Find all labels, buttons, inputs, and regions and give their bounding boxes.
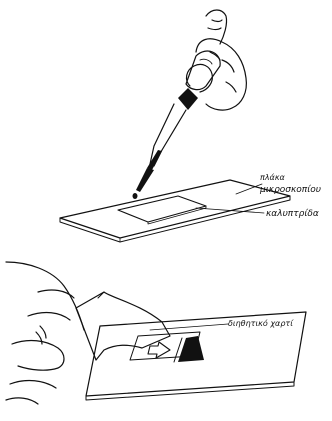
top-scene: πλάκα μικροσκοπίου καλυπτρίδα (60, 10, 321, 242)
bottom-scene: διηθητικό χαρτί (6, 262, 306, 404)
filter-paper (76, 292, 170, 360)
coverslip-label: καλυπτρίδα (266, 209, 319, 219)
hand-holding-paper (6, 262, 84, 404)
hand-holding-dropper (187, 10, 247, 110)
microscope-slide (60, 180, 290, 242)
slide-label-line1: πλάκα (260, 173, 286, 182)
filter-paper-label: διηθητικό χαρτί (228, 318, 294, 328)
filter-paper-leader-line (150, 324, 228, 330)
slide-label-line2: μικροσκοπίου (259, 185, 321, 195)
dropper-pipette (133, 51, 221, 199)
